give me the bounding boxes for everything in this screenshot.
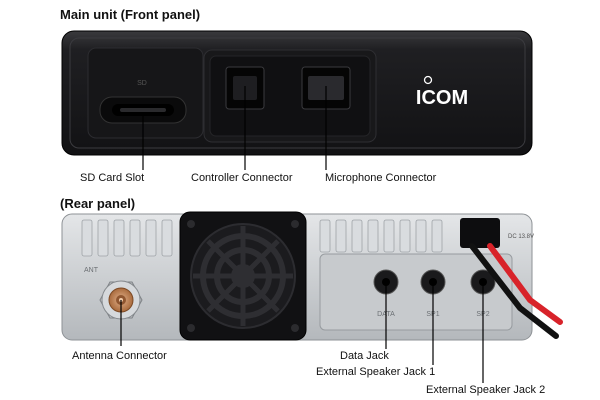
rear-leader-lines: [120, 284, 484, 383]
front-panel: SD ICOM: [61, 30, 533, 156]
rear-panel-heading: (Rear panel): [60, 196, 136, 211]
cooling-fins-right: [319, 219, 443, 253]
dc-marking: DC 13.8V: [508, 234, 534, 240]
icom-logo-text: ICOM: [416, 87, 468, 109]
microphone-connector-label: Microphone Connector: [325, 172, 437, 184]
front-panel-heading: Main unit (Front panel): [60, 7, 201, 22]
cooling-fins-left: [81, 219, 173, 257]
sd-card-slot-label: SD Card Slot: [80, 172, 145, 184]
icom-logo: ICOM: [416, 75, 468, 109]
ant-marking: ANT: [84, 267, 99, 274]
external-speaker-jack-2-label: External Speaker Jack 2: [426, 384, 546, 396]
dc-power-cable: [460, 218, 563, 339]
rear-panel: ANT: [61, 211, 563, 341]
controller-connector-label: Controller Connector: [191, 172, 293, 184]
external-speaker-jack-2[interactable]: [470, 269, 496, 295]
front-leader-lines: [142, 86, 327, 170]
data-jack-label: Data Jack: [340, 350, 389, 362]
sd-card-slot[interactable]: SD: [87, 47, 204, 139]
cooling-fan: [179, 211, 307, 341]
data-jack[interactable]: [373, 269, 399, 295]
external-speaker-jack-1-label: External Speaker Jack 1: [316, 366, 436, 378]
antenna-connector-label: Antenna Connector: [72, 350, 167, 362]
svg-text:SD: SD: [137, 80, 147, 87]
